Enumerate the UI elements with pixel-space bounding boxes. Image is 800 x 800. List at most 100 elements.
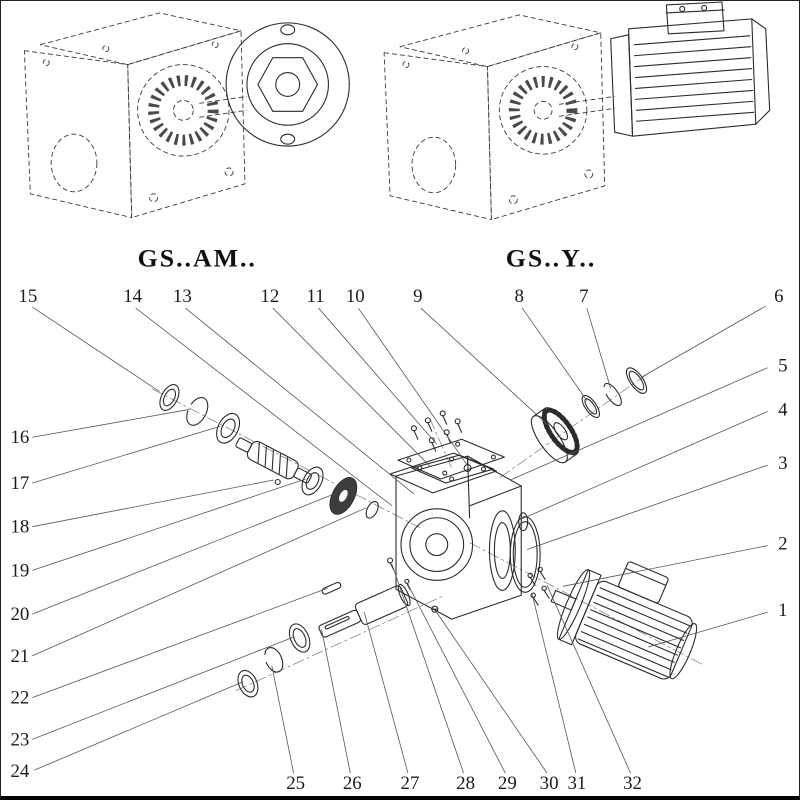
callout-18: 18 (10, 517, 29, 538)
part-4-small-ring (518, 512, 529, 532)
part-worm-shaft (235, 437, 312, 484)
leader-line-18 (32, 479, 274, 528)
leader-line-10 (357, 307, 467, 465)
callout-13: 13 (173, 286, 192, 307)
part-18-pin (274, 478, 281, 486)
leader-line-7 (586, 307, 612, 389)
callout-16: 16 (10, 427, 29, 448)
gs-am-drawing (23, 12, 350, 219)
callout-29: 29 (498, 773, 517, 794)
part-3-flange-gasket (509, 516, 541, 593)
part-22-key (321, 581, 342, 595)
leader-line-28 (391, 564, 464, 774)
gs-y-motor (610, 1, 771, 137)
callout-12: 12 (260, 286, 279, 307)
leader-line-20 (32, 493, 335, 615)
leader-line-24 (34, 681, 244, 771)
leader-line-11 (318, 307, 438, 445)
leader-line-31 (531, 594, 577, 774)
part-25-output-snap-ring (264, 647, 284, 673)
leader-line-22 (32, 587, 328, 698)
part-21-ring (365, 500, 379, 519)
part-23-output-bearing (288, 623, 311, 653)
leader-line-6 (642, 305, 766, 377)
callout-32: 32 (623, 773, 642, 794)
leader-line-27 (363, 612, 409, 774)
leader-line-5 (510, 367, 768, 481)
gs-y-drawing (383, 1, 771, 221)
callout-10: 10 (346, 286, 365, 307)
part-15-seal-ring (159, 384, 180, 411)
part-16-snap-ring (186, 397, 209, 426)
callout-26: 26 (343, 773, 362, 794)
part-29-screw (404, 578, 411, 590)
callout-27: 27 (401, 773, 420, 794)
leader-line-15 (32, 306, 160, 392)
part-motor-bolts (527, 566, 550, 606)
callout-9: 9 (413, 286, 422, 307)
callout-7: 7 (579, 286, 588, 307)
center-axes (151, 374, 704, 691)
callout-25: 25 (286, 773, 305, 794)
leader-line-13 (185, 307, 415, 495)
leader-line-25 (271, 665, 295, 774)
part-27-output-shaft (318, 583, 411, 638)
leader-line-23 (32, 636, 294, 740)
gs-am-housing (23, 12, 248, 219)
part-6-seal-ring (625, 367, 648, 394)
callout-22: 22 (10, 688, 29, 709)
leader-line-12 (272, 307, 431, 467)
callout-30: 30 (540, 773, 559, 794)
callout-3: 3 (778, 453, 787, 474)
callout-31: 31 (567, 773, 586, 794)
callout-6: 6 (774, 286, 783, 307)
callout-2: 2 (778, 534, 787, 555)
gs-am-flange (225, 22, 350, 147)
leader-line-19 (32, 478, 306, 571)
callout-15: 15 (18, 286, 37, 307)
part-24-output-seal (237, 669, 259, 698)
part-housing (395, 454, 522, 620)
leader-line-26 (321, 628, 351, 774)
callout-21: 21 (10, 646, 29, 667)
leader-line-30 (435, 610, 548, 774)
leader-line-29 (407, 584, 506, 774)
gs-am-spline-bore (148, 75, 219, 146)
leader-line-32 (546, 585, 631, 774)
gs-am-label: GS..AM.. (138, 243, 257, 272)
part-13-cover-gasket (389, 452, 497, 494)
leader-line-17 (32, 425, 221, 484)
leader-line-3 (527, 464, 768, 550)
gs-y-housing (383, 14, 615, 221)
callout-19: 19 (10, 560, 29, 581)
callout-28: 28 (456, 773, 475, 794)
gs-y-label: GS..Y.. (506, 243, 596, 272)
leader-line-9 (420, 307, 548, 425)
leader-line-16 (32, 409, 190, 438)
part-8-spacer-ring (581, 394, 601, 419)
callout-1: 1 (778, 600, 787, 621)
callout-23: 23 (10, 729, 29, 750)
leader-line-4 (522, 411, 768, 520)
part-11-cover-bolts (410, 410, 463, 452)
callout-5: 5 (778, 356, 787, 377)
part-19-bearing (301, 466, 324, 496)
leader-line-14 (135, 307, 393, 507)
gs-y-spline-bore (508, 76, 578, 145)
part-7-retaining-ring (603, 382, 622, 407)
part-12-cover-plate (397, 438, 505, 480)
leader-line-2 (562, 545, 768, 587)
part-20-gear-disc (329, 477, 358, 515)
leader-line-8 (521, 307, 588, 401)
leader-line-21 (32, 507, 367, 657)
callout-14: 14 (123, 286, 142, 307)
leader-line-1 (648, 611, 768, 648)
part-30-plug (431, 605, 439, 613)
callout-17: 17 (10, 473, 29, 494)
part-17-bearing (216, 412, 241, 444)
callout-20: 20 (10, 604, 29, 625)
callout-11: 11 (306, 286, 324, 307)
